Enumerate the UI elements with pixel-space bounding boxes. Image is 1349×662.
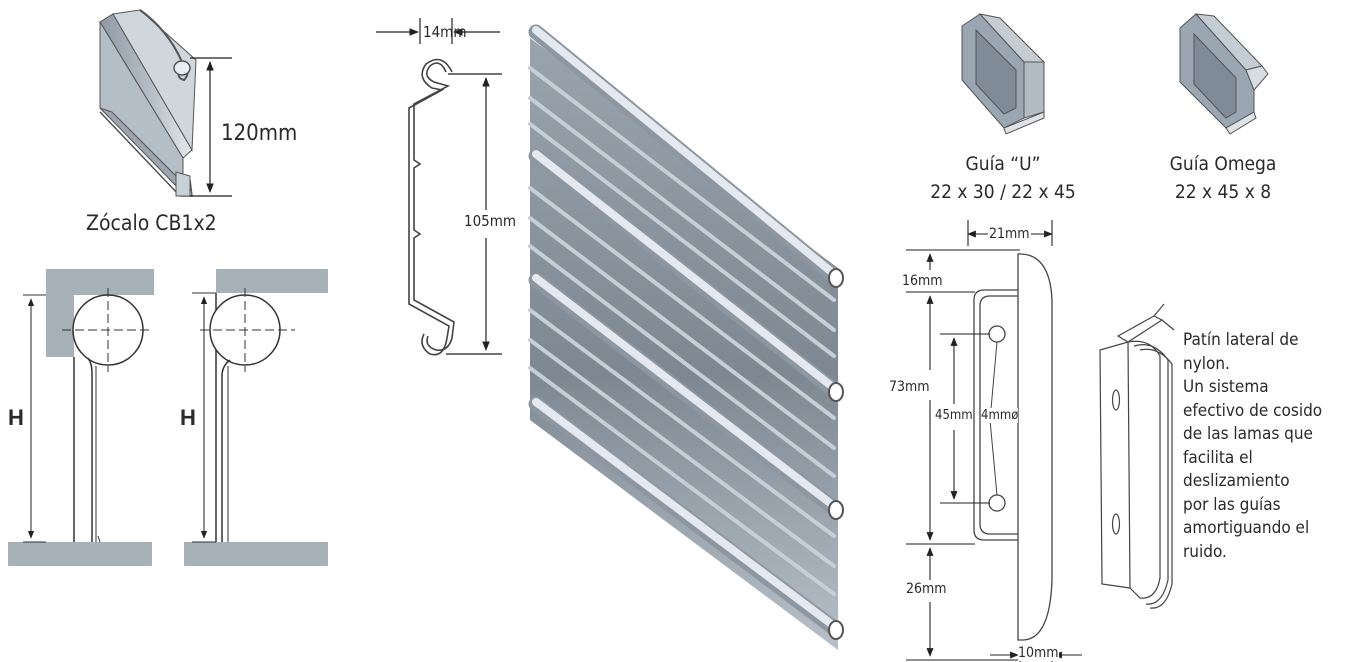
box-diagram-left (8, 269, 154, 566)
runner-hole-diameter-label: 4mmø (981, 408, 1019, 423)
guide-u-sizes: 22 x 30 / 22 x 45 (930, 181, 1076, 203)
slat-width-label: 14mm (423, 23, 467, 41)
runner-description-line: ruido. (1183, 541, 1227, 562)
slat-profile-dimensions (376, 18, 502, 355)
runner-description-line: deslizamiento (1183, 471, 1290, 491)
runner-total-label: 73mm (889, 379, 930, 395)
zocalo-dimension (190, 57, 232, 197)
zocalo-caption: Zócalo CB1x2 (86, 211, 217, 235)
guide-omega-sizes: 22 x 45 x 8 (1174, 181, 1272, 203)
runner-description-line: amortiguando el (1183, 518, 1310, 538)
runner-width-label: 21mm (988, 226, 1031, 242)
slat-row (528, 148, 842, 478)
slat-row (528, 396, 842, 636)
runner-description-line: por las guías (1183, 494, 1281, 515)
zocalo-profile-image (99, 9, 197, 197)
guide-u-image (961, 13, 1046, 135)
runner-description-line: Un sistema (1183, 377, 1269, 397)
guide-omega-image (1179, 13, 1269, 135)
box-left-h-label: H (8, 405, 24, 430)
guide-u-name: Guía “U” (965, 153, 1041, 175)
guide-omega-name: Guía Omega (1169, 153, 1277, 175)
runner-description-line: de las lamas que (1183, 424, 1313, 444)
runner-description-line: nylon. (1183, 353, 1230, 374)
slat-height-label: 105mm (464, 212, 517, 230)
runner-hole-spacing-label: 45mm (935, 408, 973, 423)
runner-sketch (1099, 303, 1175, 609)
box-diagram-right (184, 269, 328, 566)
runner-depth-label: 10mm (1018, 645, 1059, 661)
slat-profile-section (408, 58, 455, 356)
slat-panel-image (528, 24, 844, 650)
slat-row (528, 24, 842, 358)
runner-top-label: 16mm (902, 273, 943, 289)
runner-description-line: efectivo de cosido (1183, 400, 1323, 421)
runner-dimensions (906, 220, 1082, 662)
runner-description-line: facilita el (1183, 447, 1253, 468)
runner-description: Patín lateral de nylon. Un sistema efect… (1183, 329, 1322, 564)
runner-drawing (973, 253, 1053, 641)
runner-bottom-label: 26mm (906, 581, 947, 597)
zocalo-height-label: 120mm (221, 121, 298, 146)
slat-row (528, 272, 842, 596)
box-right-h-label: H (180, 405, 196, 430)
runner-description-line: Patín lateral de (1183, 330, 1299, 350)
